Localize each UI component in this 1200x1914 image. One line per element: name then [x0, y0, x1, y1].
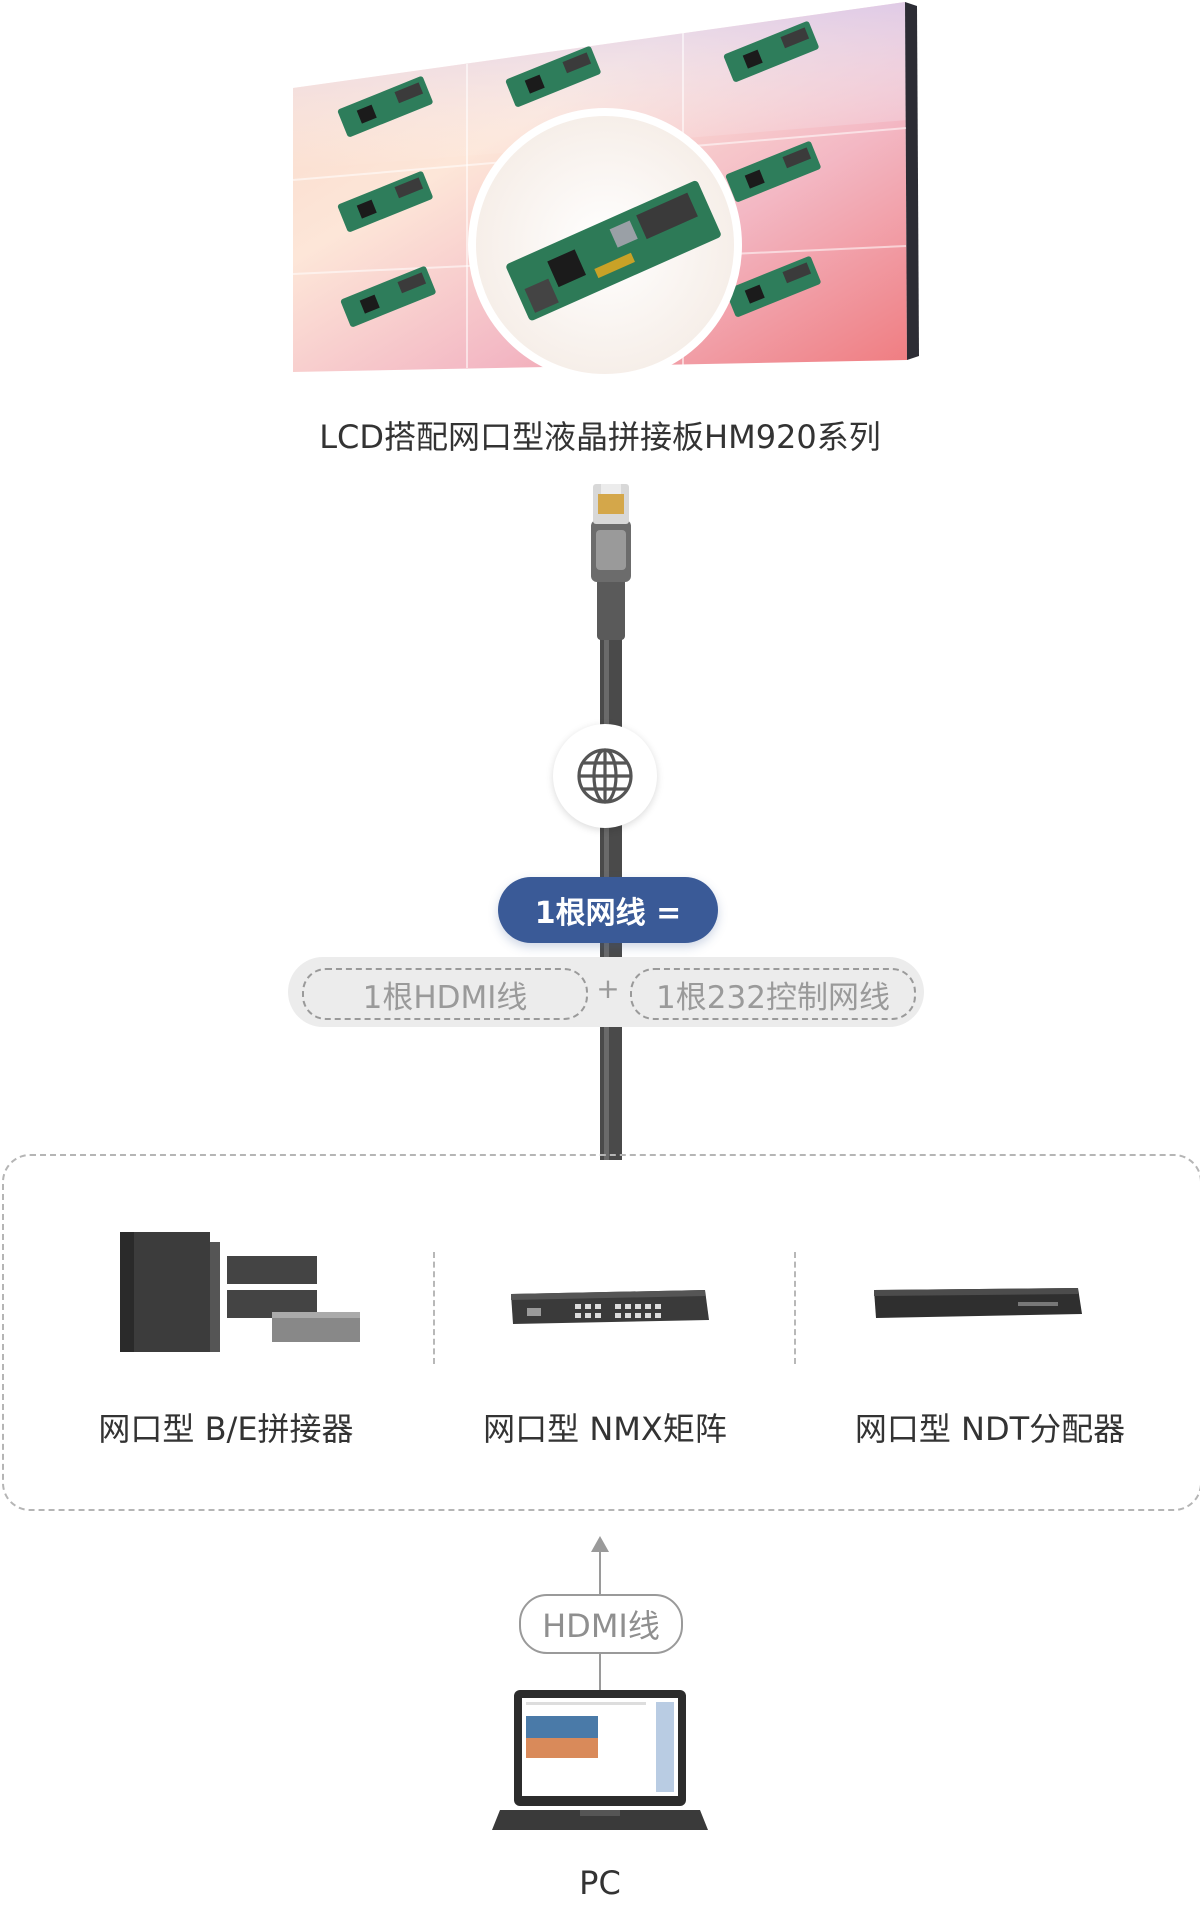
distributor-device-image: [874, 1288, 1082, 1318]
device-label-splicer: 网口型 B/E拼接器: [98, 1410, 354, 1448]
circuit-board-icon: [337, 21, 821, 327]
video-wall-caption: LCD搭配网口型液晶拼接板HM920系列: [319, 418, 881, 456]
device-label-matrix: 网口型 NMX矩阵: [483, 1410, 727, 1448]
splicer-device-image: [120, 1232, 360, 1352]
device-divider: [794, 1252, 796, 1364]
globe-icon: [577, 748, 633, 804]
pc-label: PC: [579, 1864, 621, 1902]
rs232-cable-equivalent: 1根232控制网线: [630, 968, 916, 1020]
devices-group: [2, 1154, 1200, 1511]
network-globe-badge: [553, 724, 657, 828]
hdmi-cable-label: HDMI线: [519, 1594, 683, 1654]
matrix-device-image: [511, 1290, 709, 1324]
device-divider: [433, 1252, 435, 1364]
one-network-cable-label: 1根网线 =: [498, 877, 718, 943]
plus-sign: +: [596, 972, 620, 1005]
laptop-image: [492, 1690, 708, 1830]
video-wall-image: [292, 2, 919, 380]
device-label-distributor: 网口型 NDT分配器: [854, 1410, 1126, 1448]
hdmi-cable-equivalent: 1根HDMI线: [302, 968, 588, 1020]
